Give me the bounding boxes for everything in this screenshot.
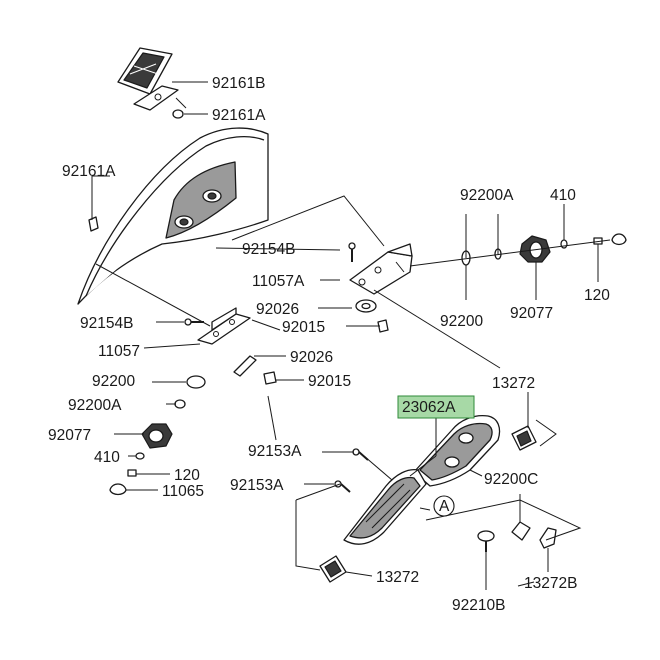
- cap-right-part: [611, 233, 627, 246]
- bolt-left-part: [184, 318, 204, 326]
- label-92015-right: 92015: [282, 319, 325, 336]
- label-92077-right: 92077: [510, 305, 553, 322]
- pad-92200C-part: [511, 521, 531, 541]
- knob-left-part: [141, 423, 173, 449]
- label-92026-mid: 92026: [290, 349, 333, 366]
- leader-lines: [91, 81, 611, 590]
- pad-13272-bottom-part: [319, 555, 347, 583]
- label-92200-right: 92200: [440, 313, 483, 330]
- label-92161B: 92161B: [212, 75, 265, 92]
- clip-part: [88, 216, 99, 232]
- bolt-right-part: [348, 242, 356, 262]
- bracket-right-part: [349, 243, 413, 295]
- label-11065: 11065: [162, 483, 204, 500]
- rubber-pad-part: [117, 47, 173, 95]
- washer-92200-left-part: [186, 375, 206, 389]
- label-92154B-left: 92154B: [80, 315, 133, 332]
- detail-a-marker: [433, 495, 455, 517]
- part-labels: 92161B 92161A 92161A 92200A 410 92154B 1…: [48, 75, 610, 614]
- grommet-part: [172, 109, 184, 119]
- cap-11065-part: [109, 483, 127, 496]
- washer-right-part: [355, 299, 377, 313]
- rivet-92210B-part: [477, 530, 495, 552]
- label-92077-left: 92077: [48, 427, 91, 444]
- collar-410-left-part: [135, 452, 145, 460]
- mount-plate-part: [133, 85, 179, 111]
- label-13272B: 13272B: [524, 575, 577, 592]
- windshield-screen-part: [77, 127, 269, 305]
- label-92200A-left: 92200A: [68, 397, 122, 414]
- label-23062A: 23062A: [402, 399, 456, 416]
- bracket-left-part: [197, 307, 251, 345]
- label-92200A-right: 92200A: [460, 187, 514, 204]
- spacer-mid-part: [233, 355, 257, 377]
- screw-120-left-part: [127, 469, 137, 477]
- label-92154B-right: 92154B: [242, 241, 295, 258]
- label-410-right: 410: [550, 187, 576, 204]
- label-92161A-top: 92161A: [212, 107, 266, 124]
- label-92200C: 92200C: [484, 471, 538, 488]
- nut-mid-part: [263, 371, 277, 385]
- highlight-box-23062A: [397, 395, 475, 419]
- collar-410-right-part: [560, 239, 568, 249]
- bolt-92153A-a-part: [352, 448, 369, 461]
- clip-13272B-part: [539, 527, 557, 549]
- label-11057: 11057: [98, 343, 140, 360]
- nut-right-part: [377, 319, 389, 333]
- label-11057A: 11057A: [252, 273, 305, 290]
- label-92153A-a: 92153A: [248, 443, 302, 460]
- label-92153A-b: 92153A: [230, 477, 284, 494]
- label-410-left: 410: [94, 449, 120, 466]
- washer-92200A-left-part: [174, 399, 186, 409]
- label-92015-mid: 92015: [308, 373, 351, 390]
- label-92210B: 92210B: [452, 597, 505, 614]
- label-13272-bottom: 13272: [376, 569, 419, 586]
- label-13272-top: 13272: [492, 375, 535, 392]
- knob-right-part: [519, 235, 551, 263]
- label-92200-left: 92200: [92, 373, 135, 390]
- label-92026-right: 92026: [256, 301, 299, 318]
- pad-13272-top-part: [511, 425, 537, 451]
- bolt-92153A-b-part: [334, 480, 351, 493]
- label-120-right: 120: [584, 287, 610, 304]
- label-92161A-left: 92161A: [62, 163, 116, 180]
- label-A: A: [439, 498, 450, 515]
- label-120-left: 120: [174, 467, 200, 484]
- adjuster-assembly-part: [343, 414, 501, 545]
